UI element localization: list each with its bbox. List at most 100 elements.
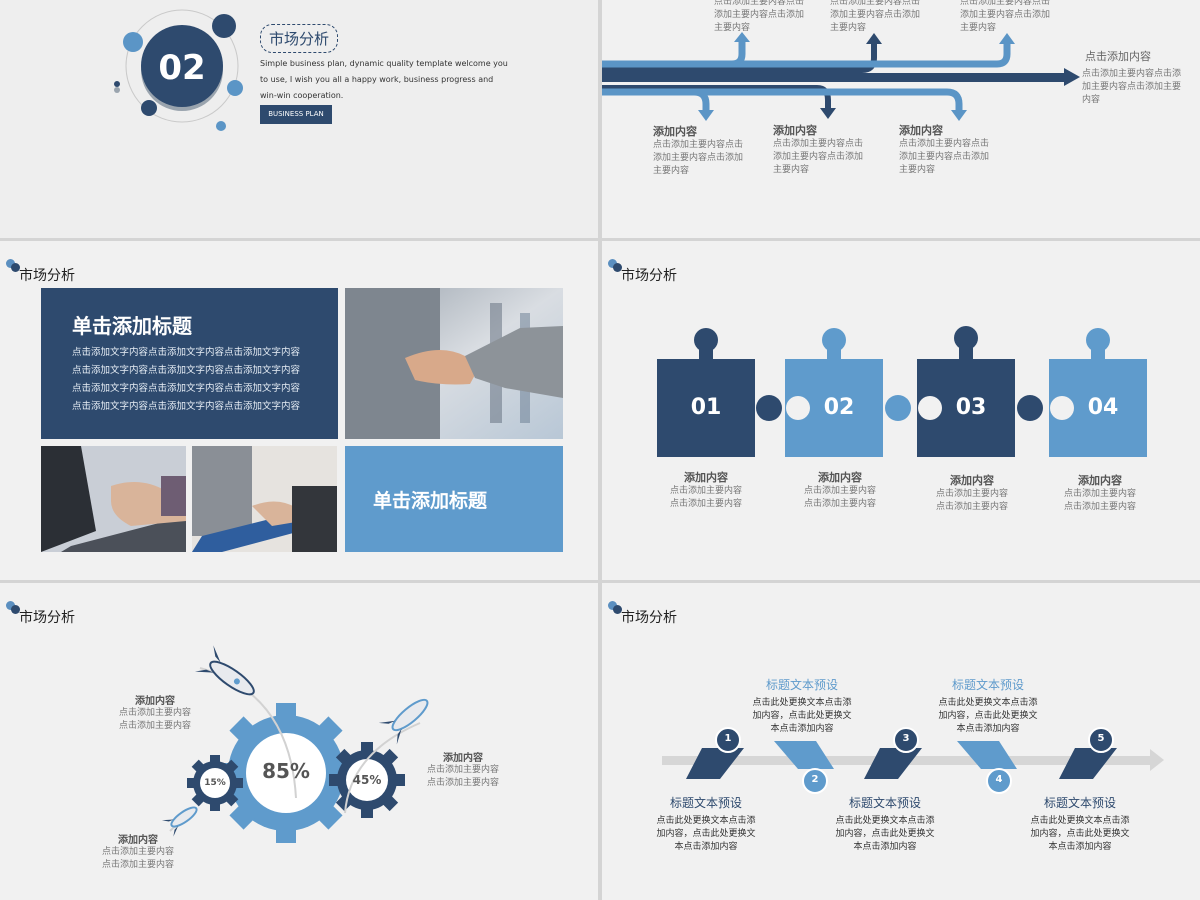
business-plan-button[interactable]: BUSINESS PLAN: [260, 105, 332, 124]
step-text-line: 加内容，点击此处更换文: [835, 829, 935, 839]
laptop-typing-photo: [41, 446, 186, 552]
gear-rocket-graphic: [161, 645, 429, 843]
gear-label-line: 点击添加主要内容: [426, 778, 499, 788]
slide-step-timeline[interactable]: 市场分析 1 2 3 4 5 标题文本预设 点击此处更换文本点击添 加内容，点击…: [602, 583, 1200, 900]
puzzle-caption-line: 点击添加主要内容: [803, 499, 876, 509]
mid-gear-percent: 45%: [352, 773, 382, 787]
slide-puzzle-steps[interactable]: 市场分析 01 02 03 04 添加内容 点击添加主要内容 点击添加主要内容 …: [602, 241, 1200, 580]
slide-photo-grid[interactable]: 市场分析 单击添加标题 点击添加文字内容点击添加文字内容点击添加文字内容 点击添…: [0, 241, 598, 580]
slide-gear-stats[interactable]: 市场分析: [0, 583, 598, 900]
puzzle-number-1: 01: [690, 395, 722, 420]
bottom-item-text-1: 点击添加主要内容点击添加主要内容点击添加主要内容: [653, 140, 744, 176]
step-text-line: 加内容，点击此处更换文: [752, 711, 852, 721]
step-text-line: 加内容，点击此处更换文: [938, 711, 1038, 721]
big-gear-percent: 85%: [262, 759, 310, 783]
puzzle-number-3: 03: [955, 395, 987, 420]
gear-label-title: 添加内容: [118, 835, 158, 846]
puzzle-number-4: 04: [1087, 395, 1119, 420]
gear-label-title: 添加内容: [135, 696, 175, 707]
top-text-1: 点击添加主要内容点击添加主要内容点击添加主要内容: [714, 0, 805, 33]
puzzle-caption-4: 添加内容 点击添加主要内容 点击添加主要内容: [1048, 472, 1152, 514]
title-box-light-title: 单击添加标题: [373, 490, 488, 512]
step-text-line: 本点击添加内容: [770, 724, 834, 734]
gear-label-bottom: 添加内容 点击添加主要内容 点击添加主要内容: [93, 831, 183, 872]
small-gear-percent: 15%: [204, 778, 226, 788]
puzzle-caption-line: 点击添加主要内容: [1063, 502, 1136, 512]
section-description: Simple business plan, dynamic quality te…: [260, 59, 508, 100]
step-number-1: 1: [724, 733, 732, 744]
step-text-title: 标题文本预设: [1043, 796, 1116, 810]
slide-section-intro[interactable]: 02 市场分析 Simple business plan, dynamic qu…: [0, 0, 598, 238]
right-item-title: 点击添加内容: [1085, 50, 1151, 63]
puzzle-caption-title: 添加内容: [818, 471, 862, 484]
step-text-top-2: 标题文本预设 点击此处更换文本点击添 加内容，点击此处更换文 本点击添加内容: [930, 676, 1046, 736]
gear-label-line: 点击添加主要内容: [426, 765, 499, 775]
step-number-5: 5: [1097, 733, 1105, 744]
puzzle-caption-line: 点击添加主要内容: [935, 489, 1008, 499]
gear-label-title: 添加内容: [443, 753, 483, 764]
gear-label-top: 添加内容 点击添加主要内容 点击添加主要内容: [110, 692, 200, 733]
puzzle-caption-3: 添加内容 点击添加主要内容 点击添加主要内容: [920, 472, 1024, 514]
title-box-dark-line-1: 点击添加文字内容点击添加文字内容点击添加文字内容: [72, 347, 301, 358]
puzzle-caption-line: 点击添加主要内容: [935, 502, 1008, 512]
gear-label-right: 添加内容 点击添加主要内容 点击添加主要内容: [418, 749, 508, 790]
step-text-line: 本点击添加内容: [853, 842, 917, 852]
title-box-dark-title: 单击添加标题: [72, 314, 192, 338]
title-box-dark-line-4: 点击添加文字内容点击添加文字内容点击添加文字内容: [72, 401, 301, 412]
puzzle-caption-line: 点击添加主要内容: [669, 486, 742, 496]
section-number: 02: [158, 48, 206, 88]
timeline-graphic: [662, 727, 1164, 794]
section-title: 市场分析: [260, 24, 339, 53]
step-text-title: 标题文本预设: [765, 678, 838, 692]
gear-label-line: 点击添加主要内容: [101, 847, 174, 857]
bottom-item-title-3: 添加内容: [899, 124, 943, 137]
handshake-photo: [345, 288, 563, 439]
step-text-bottom-1: 标题文本预设 点击此处更换文本点击添 加内容，点击此处更换文 本点击添加内容: [648, 794, 764, 854]
step-text-bottom-3: 标题文本预设 点击此处更换文本点击添 加内容，点击此处更换文 本点击添加内容: [1022, 794, 1138, 854]
title-box-dark-line-3: 点击添加文字内容点击添加文字内容点击添加文字内容: [72, 383, 301, 394]
bottom-item-text-2: 点击添加主要内容点击添加主要内容点击添加主要内容: [773, 139, 864, 175]
writing-notes-photo: [192, 446, 337, 552]
slide-header: 市场分析: [19, 268, 75, 284]
bottom-item-title-1: 添加内容: [653, 125, 697, 138]
puzzle-number-2: 02: [823, 395, 855, 420]
title-box-dark-line-2: 点击添加文字内容点击添加文字内容点击添加文字内容: [72, 365, 301, 376]
section-number-decoration: [114, 9, 243, 131]
step-text-line: 加内容，点击此处更换文: [1030, 829, 1130, 839]
step-text-line: 本点击添加内容: [1048, 842, 1112, 852]
puzzle-caption-title: 添加内容: [684, 471, 728, 484]
title-box-light[interactable]: 单击添加标题: [345, 446, 563, 552]
header-dots-icon: [6, 257, 22, 273]
slide-arrow-flow[interactable]: 点击添加主要内容点击添加主要内容点击添加主要内容 点击添加主要内容点击添加主要内…: [602, 0, 1200, 238]
step-text-line: 点击此处更换文本点击添: [752, 698, 852, 708]
step-text-title: 标题文本预设: [669, 796, 742, 810]
slide-header: 市场分析: [621, 610, 677, 626]
gear-label-line: 点击添加主要内容: [118, 708, 191, 718]
puzzle-caption-line: 点击添加主要内容: [803, 486, 876, 496]
header-dots-icon: [6, 599, 22, 615]
header-dots-icon: [608, 257, 624, 273]
step-text-line: 点击此处更换文本点击添: [938, 698, 1038, 708]
step-text-line: 本点击添加内容: [956, 724, 1020, 734]
step-text-bottom-2: 标题文本预设 点击此处更换文本点击添 加内容，点击此处更换文 本点击添加内容: [827, 794, 943, 854]
top-text-2: 点击添加主要内容点击添加主要内容点击添加主要内容: [830, 0, 921, 33]
step-text-top-1: 标题文本预设 点击此处更换文本点击添 加内容，点击此处更换文 本点击添加内容: [744, 676, 860, 736]
step-text-title: 标题文本预设: [951, 678, 1024, 692]
bottom-item-text-3: 点击添加主要内容点击添加主要内容点击添加主要内容: [899, 139, 990, 175]
step-text-line: 点击此处更换文本点击添: [656, 816, 756, 826]
step-number-3: 3: [902, 733, 910, 744]
puzzle-caption-2: 添加内容 点击添加主要内容 点击添加主要内容: [788, 469, 892, 511]
puzzle-graphic: [657, 326, 1147, 457]
puzzle-caption-1: 添加内容 点击添加主要内容 点击添加主要内容: [654, 469, 758, 511]
title-box-dark[interactable]: 单击添加标题 点击添加文字内容点击添加文字内容点击添加文字内容 点击添加文字内容…: [41, 288, 338, 439]
puzzle-caption-line: 点击添加主要内容: [1063, 489, 1136, 499]
step-number-4: 4: [995, 774, 1003, 785]
step-number-2: 2: [811, 774, 819, 785]
gear-label-line: 点击添加主要内容: [118, 721, 191, 731]
header-dots-icon: [608, 599, 624, 615]
step-text-line: 点击此处更换文本点击添: [835, 816, 935, 826]
puzzle-caption-title: 添加内容: [1078, 474, 1122, 487]
step-text-line: 本点击添加内容: [674, 842, 738, 852]
top-text-3: 点击添加主要内容点击添加主要内容点击添加主要内容: [960, 0, 1051, 33]
step-text-title: 标题文本预设: [848, 796, 921, 810]
